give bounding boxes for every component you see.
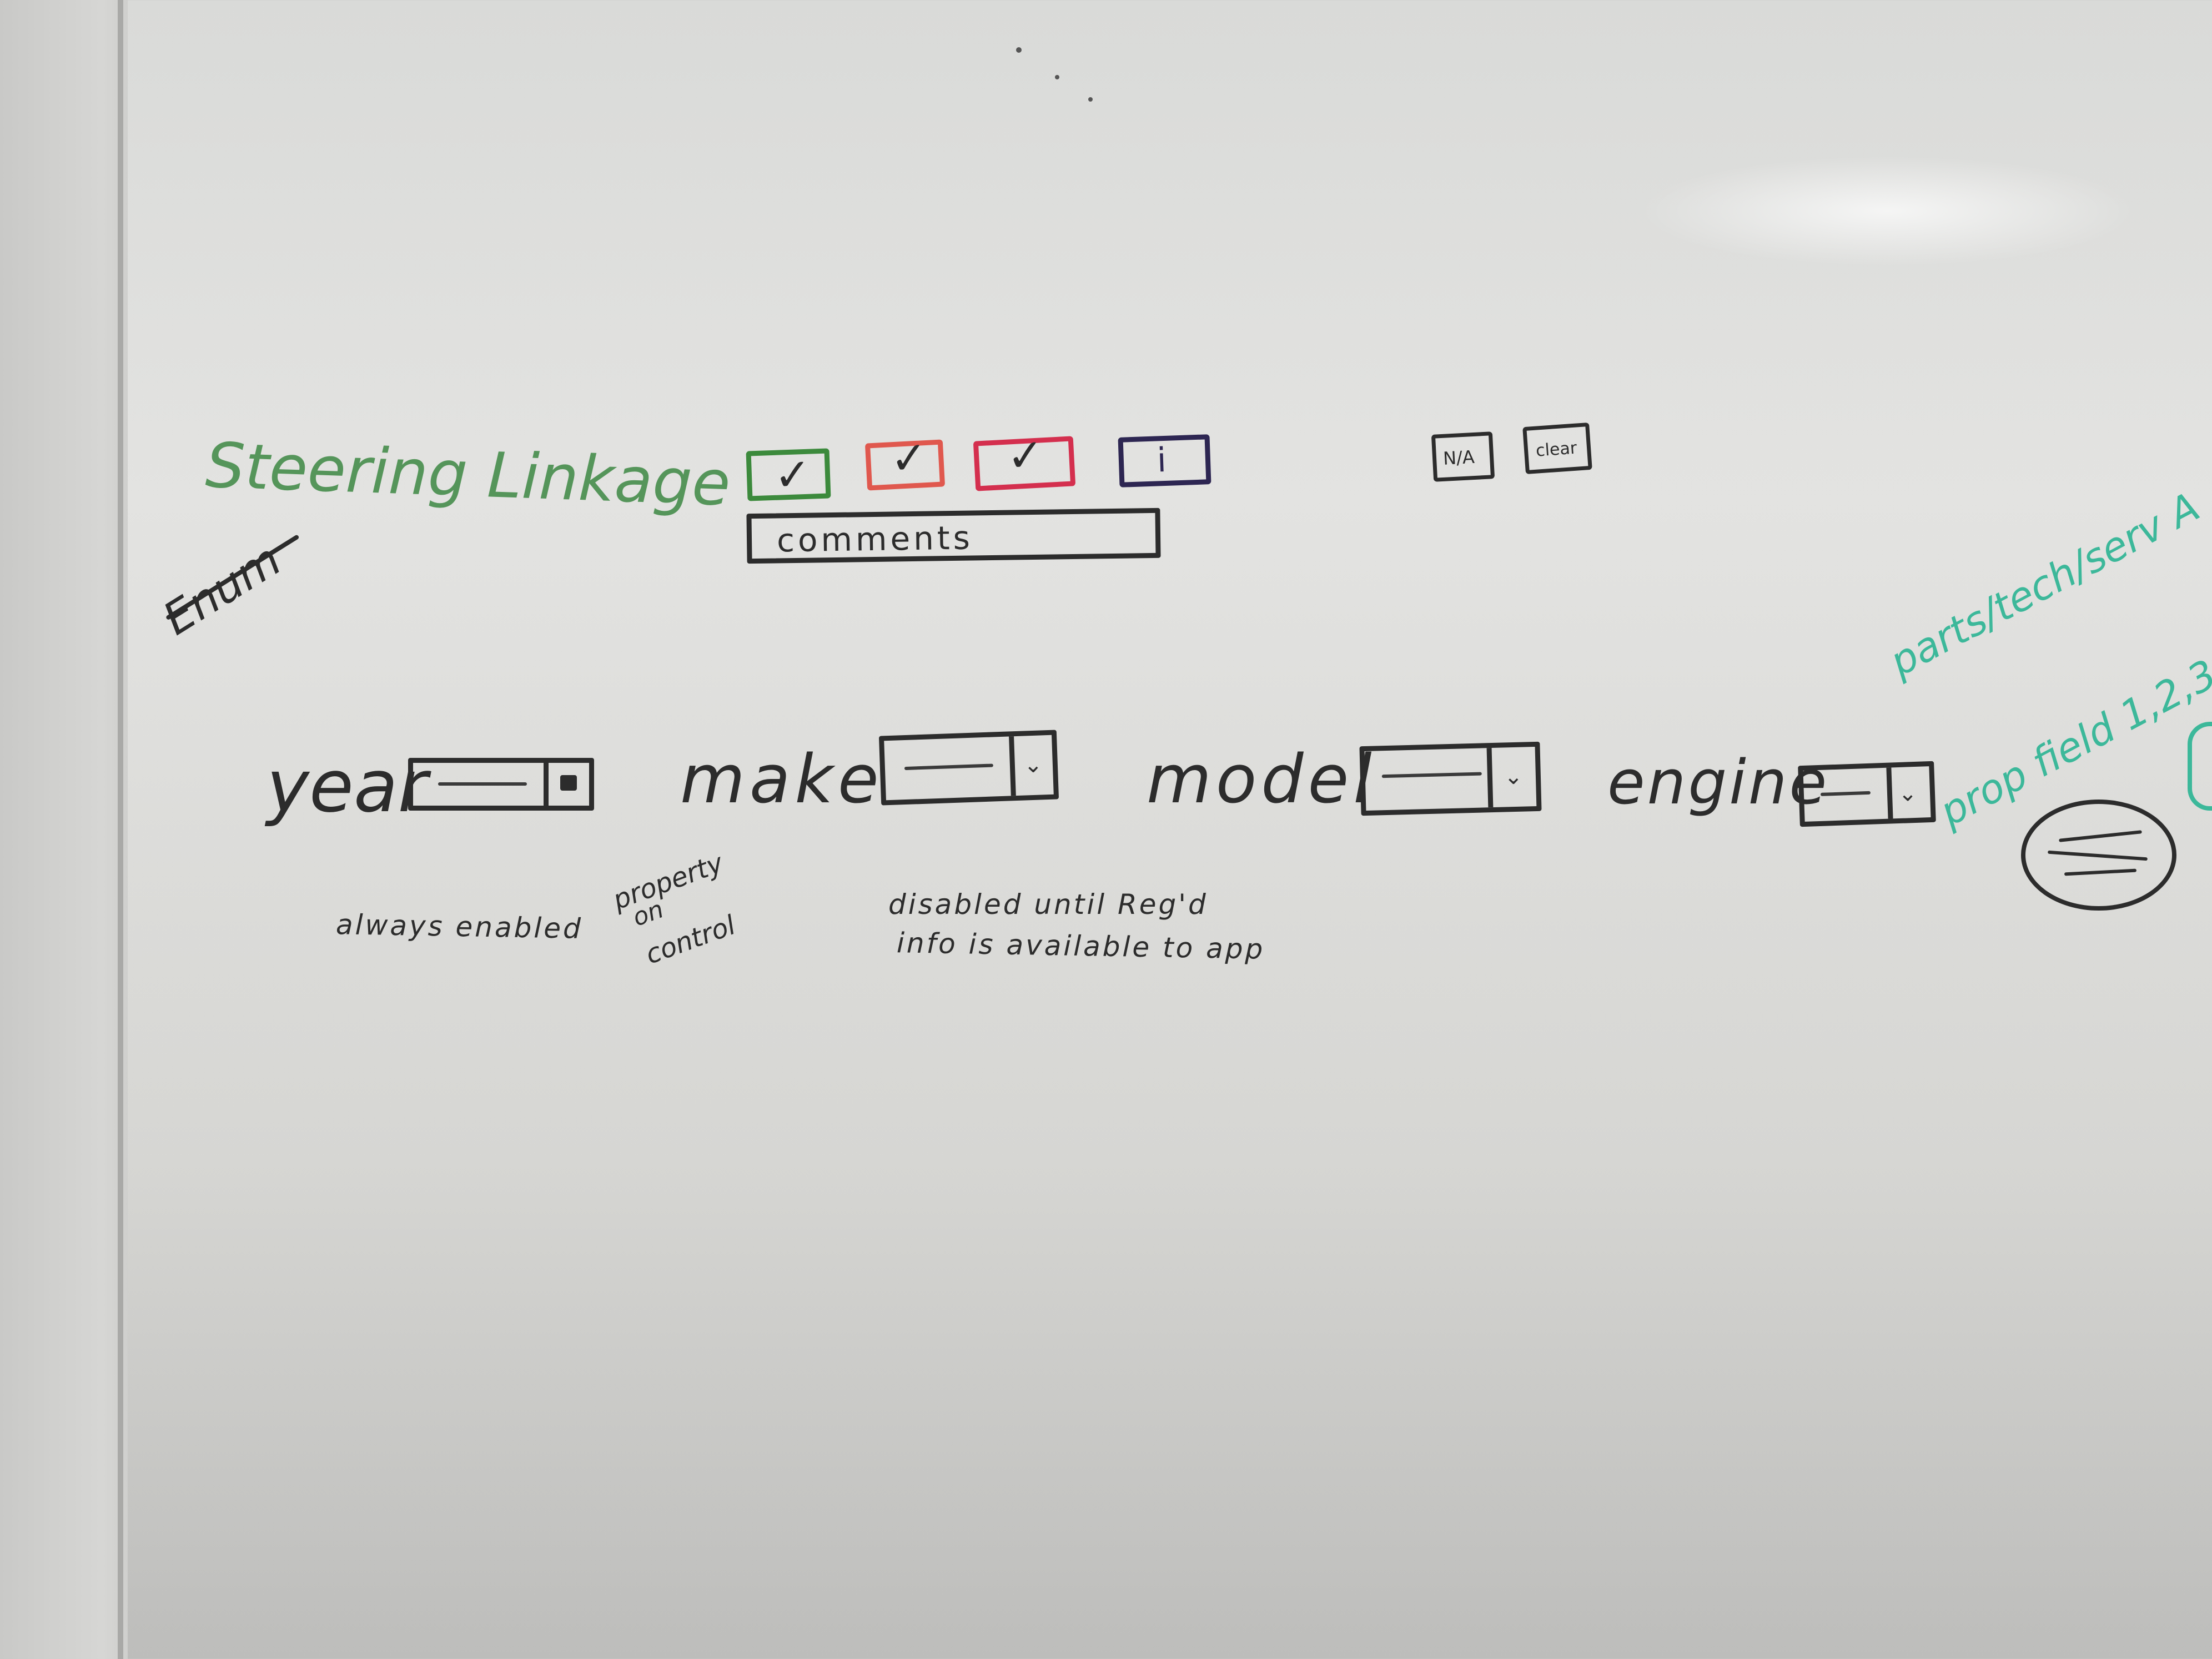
heading-steering-linkage: Steering Linkage [204, 429, 732, 520]
check-icon: ✓ [888, 431, 929, 485]
light-glare [1638, 155, 2138, 267]
status-button-red[interactable]: ✓ [864, 431, 946, 491]
status-button-crimson[interactable]: ✓ [973, 429, 1076, 491]
note-disabled-line-1: disabled until Reg'd [888, 888, 1208, 921]
engine-label: engine [1607, 747, 1829, 818]
note-disabled-line-2: info is available to app [896, 927, 1265, 966]
year-select[interactable] [408, 758, 594, 811]
chevron-down-icon: ⌄ [1504, 763, 1524, 790]
engine-select-divider [1886, 767, 1893, 819]
marker-speck [1016, 47, 1022, 53]
marker-speck [1088, 97, 1093, 102]
engine-value-scribble [1820, 791, 1871, 797]
board-frame-line [118, 0, 123, 1659]
comments-placeholder: comments [776, 519, 974, 560]
na-button[interactable]: N/A [1431, 431, 1495, 482]
wall-edge [0, 0, 128, 1659]
model-select[interactable]: ⌄ [1359, 741, 1542, 816]
status-button-green[interactable]: ✓ [746, 448, 831, 501]
model-value-scribble [1381, 772, 1482, 778]
comments-field[interactable]: comments [746, 507, 1161, 564]
enum-label: Enum [154, 534, 290, 645]
circled-scribble-icon [2021, 800, 2176, 911]
check-icon: ✓ [1005, 429, 1045, 482]
make-value-scribble [904, 763, 993, 771]
make-label: make [680, 741, 883, 818]
year-select-divider [544, 763, 549, 806]
model-select-divider [1486, 748, 1494, 808]
na-button-label: N/A [1442, 446, 1475, 469]
clear-button[interactable]: clear [1522, 422, 1592, 475]
dropdown-icon [560, 775, 577, 791]
engine-select[interactable]: ⌄ [1798, 761, 1936, 827]
chevron-down-icon: ⌄ [1023, 752, 1043, 778]
check-icon: ✓ [773, 448, 812, 501]
make-select[interactable]: ⌄ [878, 730, 1059, 806]
info-button[interactable]: i [1118, 434, 1211, 487]
teal-bracket-mark [2188, 722, 2212, 811]
note-always-enabled: always enabled [335, 908, 584, 945]
clear-button-label: clear [1535, 438, 1578, 461]
note-property-line-1: property [609, 847, 727, 916]
model-label: model [1147, 741, 1376, 818]
chevron-down-icon: ⌄ [1898, 780, 1918, 807]
make-select-divider [1009, 736, 1016, 796]
side-note-line-1: parts/tech/serv A [1882, 483, 2207, 686]
marker-speck [1055, 75, 1059, 79]
info-icon: i [1156, 440, 1167, 480]
year-label: year [267, 744, 428, 828]
year-value-scribble [438, 782, 527, 786]
